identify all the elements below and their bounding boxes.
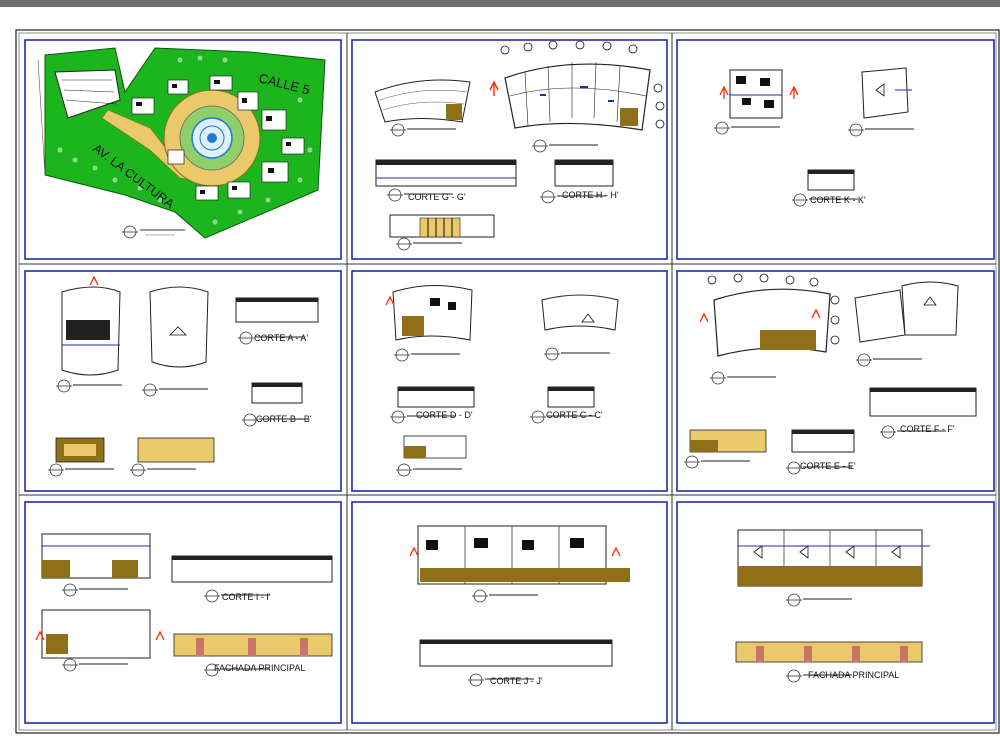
section-f-drawing xyxy=(869,387,977,417)
section-label-f: CORTE F - F' xyxy=(900,424,955,434)
section-i-drawing xyxy=(171,555,333,583)
sheet-9-drawings: FACHADA PRINCIPAL xyxy=(735,529,930,680)
sheet-frame-1 xyxy=(24,39,342,260)
roof-plan-sheet-6b xyxy=(901,281,959,336)
facade-label-7: FACHADA PRINCIPAL xyxy=(214,663,305,673)
sheet-frame-8 xyxy=(351,501,668,724)
site-plan: CALLE 5 AV. LA CULTURA xyxy=(37,47,326,239)
sheet-inner-frame xyxy=(18,32,997,731)
section-label-k: CORTE K - K' xyxy=(810,195,866,205)
sheet-6-drawings: CORTE F - F' CORTE E - E' xyxy=(689,273,977,471)
window-title-bar xyxy=(0,0,1000,7)
sheet-8-drawings: CORTE J - J' xyxy=(409,525,630,686)
sheet-7-drawings: CORTE I - I' FACHADA PRINCIPAL xyxy=(35,533,333,673)
sheet-frame-3 xyxy=(676,39,995,260)
sheet-3-drawings: CORTE K - K' xyxy=(719,67,912,205)
site-boundary-line xyxy=(37,59,46,176)
site-buildings-detail xyxy=(136,80,291,194)
sheet-frame-9 xyxy=(676,501,995,724)
roof-plan-sheet-4 xyxy=(149,286,209,368)
site-title-block xyxy=(122,225,185,239)
site-trees xyxy=(56,54,314,226)
section-label-d: CORTE D - D' xyxy=(416,410,473,420)
section-label-i: CORTE I - I' xyxy=(222,592,271,602)
sheet-frame-7 xyxy=(24,501,342,724)
roof-plan-sheet-3 xyxy=(861,67,909,119)
facade-sheet-4-side xyxy=(137,437,215,463)
site-buildings xyxy=(131,75,305,201)
sheet-4-drawings: CORTE A - A' CORTE B - B' xyxy=(55,275,319,463)
sheet-2-drawings: CORTE G - G' CORTE H - H' xyxy=(374,40,665,238)
section-label-e: CORTE E - E' xyxy=(800,461,856,471)
section-j-drawing xyxy=(419,639,613,667)
entry-road xyxy=(54,69,121,119)
plaza-fountain-ring xyxy=(199,125,225,151)
section-label-j: CORTE J - J' xyxy=(490,676,543,686)
cad-drawing-canvas: CALLE 5 AV. LA CULTURA CORTE G - G xyxy=(15,29,1000,734)
plaza-fountain-core xyxy=(207,133,217,143)
roof-plan-ochre-block xyxy=(446,104,462,120)
sheet-frame-2 xyxy=(351,39,668,260)
entry-road-lines xyxy=(62,79,117,105)
roof-plan-sheet-6a xyxy=(854,289,906,343)
section-label-g: CORTE G - G' xyxy=(408,192,466,202)
section-label-h: CORTE H - H' xyxy=(562,190,619,200)
drawing-sheet: CALLE 5 AV. LA CULTURA CORTE G - G xyxy=(0,7,1000,751)
section-label-a: CORTE A - A' xyxy=(254,333,308,343)
sheet-5-drawings: CORTE D - D' CORTE C - C' xyxy=(385,285,619,459)
sheet-frame-5 xyxy=(351,270,668,492)
sheet-frame-6 xyxy=(676,270,995,492)
facade-sheet-9 xyxy=(735,641,923,663)
sheet-outer-frame xyxy=(15,29,1000,734)
roof-plan-sheet-5 xyxy=(541,294,619,331)
section-label-c: CORTE C - C' xyxy=(546,410,603,420)
facade-label-9: FACHADA PRINCIPAL xyxy=(808,670,899,680)
sheet-frame-4 xyxy=(24,270,342,492)
title-block-markers xyxy=(48,121,946,687)
